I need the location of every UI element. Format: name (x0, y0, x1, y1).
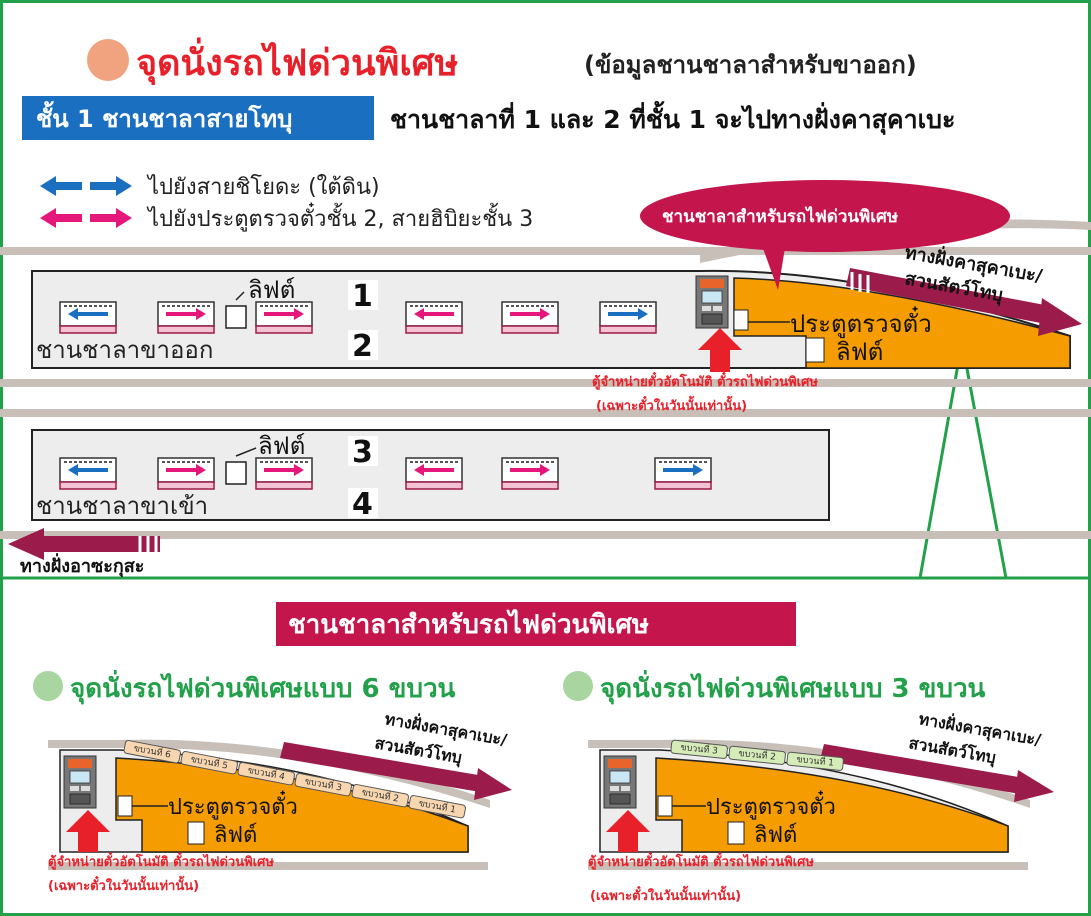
lift-box-icon (727, 821, 745, 845)
ticket-machine-label: ตู้จำหน่ายตั๋วอัตโนมัติ ตั๋วรถไฟด่วนพิเศ… (588, 851, 814, 870)
red-up-arrow-icon (66, 810, 110, 852)
three-car-circle-icon (563, 671, 593, 701)
direction-kasukabe-arrow-icon (820, 744, 1054, 802)
floor-description: ชานชาลาที่ 1 และ 2 ที่ชั้น 1 จะไปทางฝั่ง… (390, 100, 955, 136)
escalator-pink-right-icon (501, 457, 559, 490)
six-car-circle-icon (33, 671, 63, 701)
lift-label: ลิฟต์ (248, 276, 295, 304)
ticket-machine-icon (695, 275, 729, 329)
escalator-pink-left-icon (405, 457, 463, 490)
express-callout-bubble (640, 180, 1010, 252)
lift-label: ลิฟต์ (258, 432, 305, 460)
lift-box-icon (225, 461, 247, 485)
express-callout-label: ชานชาลาสำหรับรถไฟด่วนพิเศษ (662, 206, 898, 227)
ticket-machine-label: ตู้จำหน่ายตั๋วอัตโนมัติ ตั๋วรถไฟด่วนพิเศ… (592, 371, 818, 390)
escalator-pink-right-icon (157, 457, 215, 490)
escalator-blue-left-icon (59, 301, 117, 334)
train-car: ขบวนที่ 1 (786, 751, 844, 771)
floor-badge-label: ชั้น 1 ชานชาลาสายโทบุ (36, 100, 292, 135)
departure-platform-label: ชานชาลาขาออก (36, 336, 213, 364)
today-only-note: (เฉพาะตั๋วในวันนั้นเท่านั้น) (590, 885, 741, 904)
title-circle-icon (87, 39, 129, 81)
six-car-diagram: ประตูตรวจตั๋ว ลิฟต์ ทางฝั่งคาสุคาเบะ/ สว… (48, 707, 512, 894)
express-platform-banner-label: ชานชาลาสำหรับรถไฟด่วนพิเศษ (288, 608, 649, 640)
today-only-note: (เฉพาะตั๋วในวันนั้นเท่านั้น) (48, 875, 199, 894)
gate-label: ประตูตรวจตั๋ว (790, 306, 932, 339)
direction-asakusa-arrow-icon (8, 528, 160, 560)
gate-icon (117, 795, 133, 817)
escalator-pink-right-icon (255, 301, 313, 334)
red-up-arrow-icon (606, 810, 650, 852)
today-only-note: (เฉพาะตั๋วในวันนั้นเท่านั้น) (596, 395, 747, 414)
lift-label: ลิฟต์ (754, 823, 797, 848)
page-subtitle: (ข้อมูลชานชาลาสำหรับขาออก) (584, 51, 917, 80)
ticket-machine-label: ตู้จำหน่ายตั๋วอัตโนมัติ ตั๋วรถไฟด่วนพิเศ… (48, 851, 274, 870)
legend-blue-arrow-icon (40, 176, 132, 196)
escalator-blue-right-icon (599, 301, 657, 334)
ticket-machine-icon (603, 755, 637, 809)
escalator-pink-right-icon (501, 301, 559, 334)
track-number-3: 3 (352, 435, 373, 470)
track-number-4: 4 (352, 487, 373, 522)
escalator-pink-left-icon (405, 301, 463, 334)
zoom-callout-lines (918, 341, 1008, 579)
three-car-heading: จุดนั่งรถไฟด่วนพิเศษแบบ 3 ขบวน (600, 669, 986, 705)
express-platform-banner (276, 602, 796, 646)
three-car-diagram: ประตูตรวจตั๋ว ลิฟต์ ทางฝั่งคาสุคาเบะ/ สว… (588, 707, 1054, 904)
gate-label: ประตูตรวจตั๋ว (168, 790, 298, 820)
track-number-2: 2 (352, 329, 373, 364)
direction-kasukabe-arrow-icon (280, 742, 512, 800)
six-car-heading: จุดนั่งรถไฟด่วนพิเศษแบบ 6 ขบวน (70, 669, 456, 705)
red-up-arrow-icon (698, 328, 742, 372)
lift-label: ลิฟต์ (214, 823, 257, 848)
lift-box-icon (187, 821, 205, 845)
gate-icon (657, 795, 673, 817)
train-car: ขบวนที่ 2 (351, 784, 409, 808)
direction-kasukabe-arrow-icon (846, 268, 1082, 336)
track-number-1: 1 (352, 279, 373, 314)
arrival-platform-label: ชานชาลาขาเข้า (36, 492, 208, 520)
gate-label: ประตูตรวจตั๋ว (706, 790, 836, 820)
escalator-blue-left-icon (59, 457, 117, 490)
escalator-pink-right-icon (255, 457, 313, 490)
train-car: ขบวนที่ 3 (670, 739, 728, 759)
escalator-blue-right-icon (654, 457, 712, 490)
train-car: ขบวนที่ 2 (728, 745, 786, 765)
gate-icon (733, 309, 749, 331)
ticket-machine-icon (63, 755, 97, 809)
lift-box-icon (225, 305, 247, 329)
lift-box-icon (805, 337, 825, 363)
lift-label: ลิฟต์ (836, 338, 883, 366)
escalator-pink-right-icon (157, 301, 215, 334)
legend-pink-label: ไปยังประตูตรวจตั๋วชั้น 2, สายฮิบิยะชั้น … (146, 202, 533, 232)
page-title: จุดนั่งรถไฟด่วนพิเศษ (136, 37, 458, 86)
legend-pink-arrow-icon (40, 208, 132, 228)
legend-blue-label: ไปยังสายชิโยดะ (ใต้ดิน) (146, 174, 380, 200)
floor-badge (22, 96, 374, 140)
legend: ไปยังสายชิโยดะ (ใต้ดิน) ไปยังประตูตรวจตั… (40, 174, 533, 232)
direction-asakusa-label: ทางฝั่งอาซะกุสะ (20, 553, 144, 578)
